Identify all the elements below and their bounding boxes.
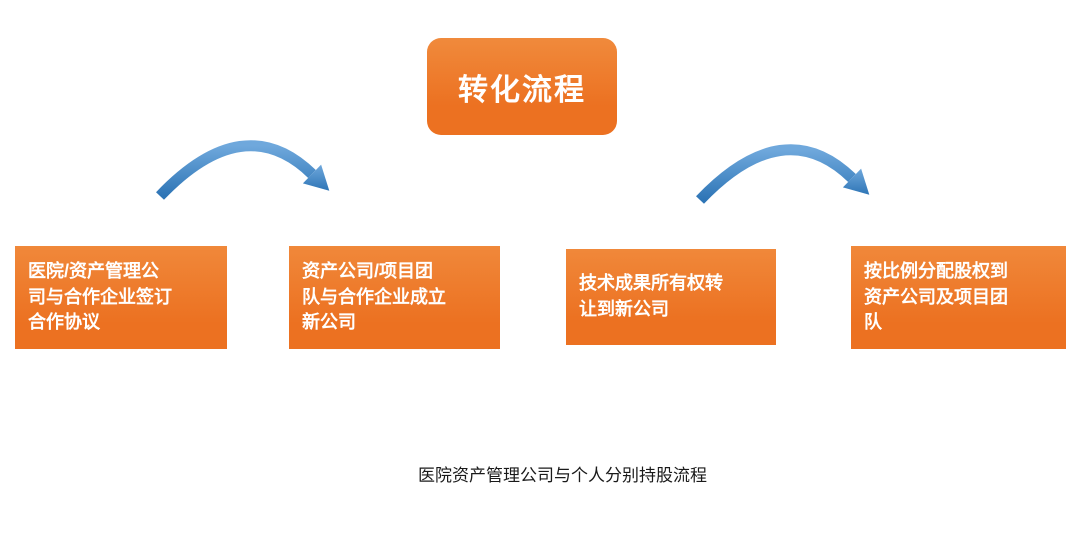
curved-arrow-icon bbox=[156, 140, 330, 200]
step-box-4: 按比例分配股权到 资产公司及项目团 队 bbox=[851, 246, 1066, 349]
step-box-1: 医院/资产管理公 司与合作企业签订 合作协议 bbox=[15, 246, 227, 349]
step-4-label: 按比例分配股权到 资产公司及项目团 队 bbox=[864, 261, 1008, 333]
process-title: 转化流程 bbox=[458, 73, 586, 107]
step-3-label: 技术成果所有权转 让到新公司 bbox=[579, 273, 723, 319]
diagram-caption: 医院资产管理公司与个人分别持股流程 bbox=[418, 466, 707, 485]
step-box-3: 技术成果所有权转 让到新公司 bbox=[566, 249, 776, 345]
step-2-label: 资产公司/项目团 队与合作企业成立 新公司 bbox=[302, 261, 446, 333]
curved-arrow-icon bbox=[696, 144, 870, 204]
step-box-2: 资产公司/项目团 队与合作企业成立 新公司 bbox=[289, 246, 500, 349]
process-title-box: 转化流程 bbox=[427, 38, 617, 135]
step-1-label: 医院/资产管理公 司与合作企业签订 合作协议 bbox=[28, 261, 172, 333]
